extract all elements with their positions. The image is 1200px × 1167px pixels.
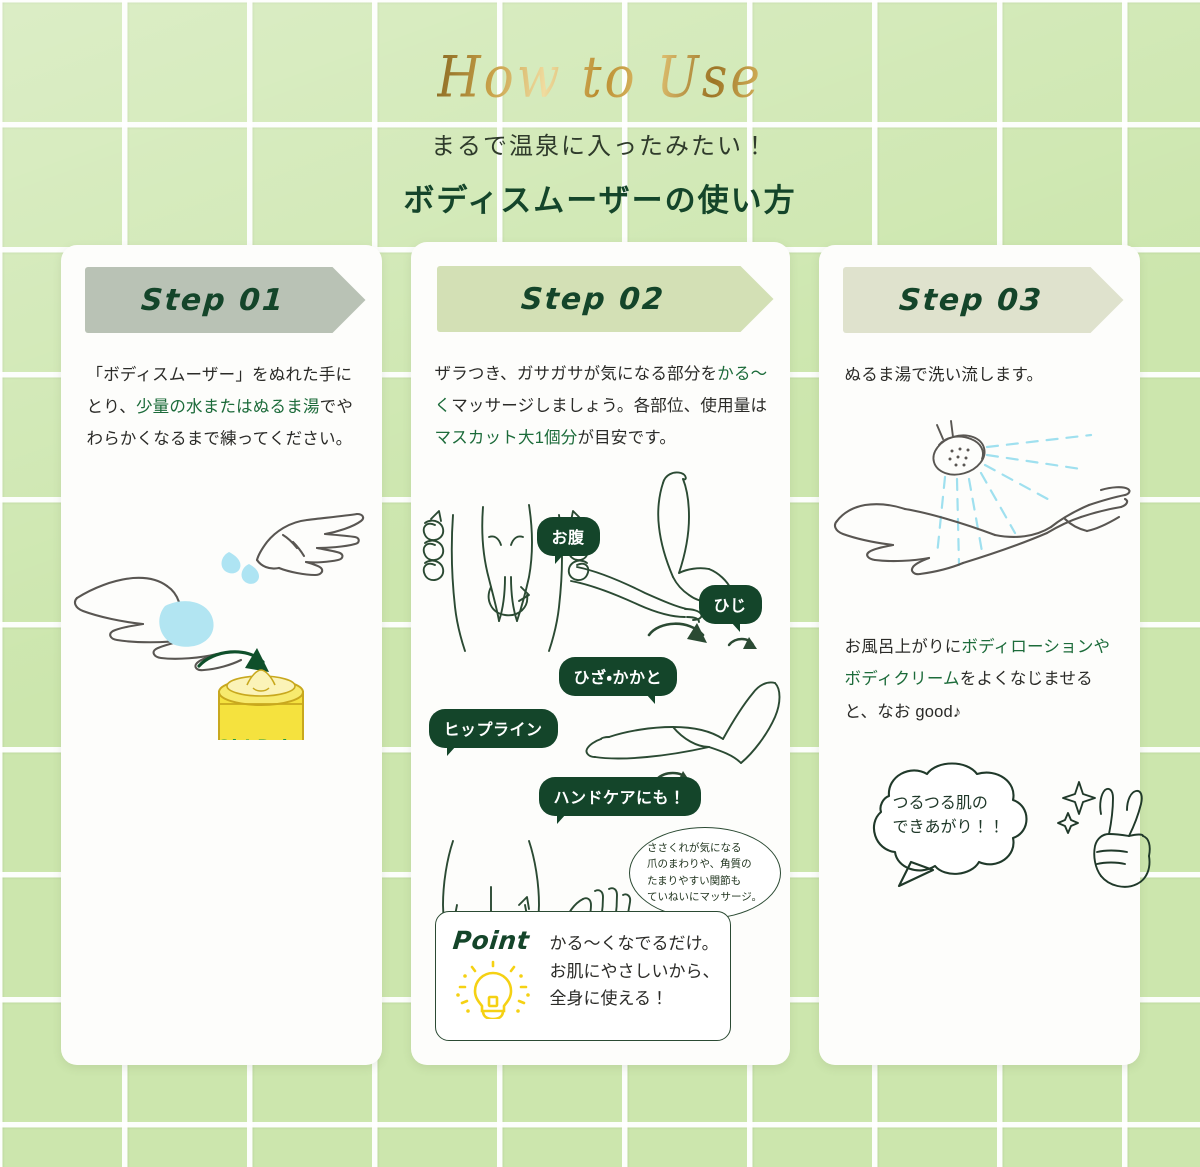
tag-hipline: ヒップライン	[428, 708, 558, 756]
curved-arrow-icon	[196, 647, 269, 672]
product-jar-illustration	[217, 668, 304, 740]
step-card-03: Step 03 ぬるま湯で洗い流します。	[818, 245, 1151, 1065]
text-segment: お風呂上がりに	[844, 638, 962, 657]
tag-knee-heel: ひざ・かかと	[558, 656, 677, 704]
text-segment: マッサージしましょう。各部位、使用量は	[451, 397, 768, 416]
text-segment: が目安です。	[577, 429, 677, 448]
cloud-bubble-text: つるつる肌の できあがり！！	[892, 794, 1005, 836]
tag-belly: お腹	[536, 516, 600, 564]
step-card-01: Step 01 「ボディスムーザー」をぬれた手にとり、少量の水またはぬるま湯でや…	[60, 245, 382, 1065]
step-card-02: Step 02 ザラつき、ガサガサが気になる部分をかる〜くマッサージしましょう。…	[410, 242, 790, 1065]
shower-holes	[948, 447, 969, 467]
page-header: How to Use まるで温泉に入ったみたい！ ボディスムーザーの使い方	[0, 0, 1200, 220]
point-text: かる〜くなでるだけ。 お肌にやさしいから、 全身に使える！	[549, 934, 720, 1009]
text-segment: ぬるま湯で洗い流します。	[844, 366, 1044, 384]
step-banner-label: Step 01	[139, 282, 287, 318]
text-segment: ザラつき、ガサガサが気になる部分を	[434, 365, 718, 383]
highlighted-text: ボディローションやボディクリーム	[844, 638, 1111, 689]
shower-head-icon	[932, 420, 985, 476]
step-banner-03: Step 03	[843, 267, 1124, 333]
cloud-bubble-svg	[872, 762, 1028, 887]
water-drop-icon	[221, 551, 259, 584]
page-title: ボディスムーザーの使い方	[403, 183, 797, 218]
step-banner-label: Step 02	[519, 281, 667, 317]
step-03-result: つるつる肌の できあがり！！	[819, 762, 1151, 942]
shower-rinsing-arm-svg	[833, 420, 1130, 576]
steps-container: Step 01 「ボディスムーザー」をぬれた手にとり、少量の水またはぬるま湯でや…	[0, 242, 1200, 1065]
hands-kneading-with-jar-svg: Oh! Baby	[73, 512, 364, 740]
script-heading: How to Use	[437, 43, 763, 111]
point-label: Point	[450, 926, 531, 955]
highlighted-text: 少量の水またはぬるま湯	[135, 398, 320, 417]
point-left-column: Point	[450, 926, 546, 1024]
step-01-illustration: Oh! Baby	[61, 480, 382, 740]
tag-handcare: ハンドケアにも！	[538, 776, 701, 824]
highlighted-text: かる〜く	[434, 365, 768, 416]
cream-blob	[158, 600, 214, 647]
peace-hand-icon	[1056, 780, 1151, 888]
step-02-description: ザラつき、ガサガサが気になる部分をかる〜くマッサージしましょう。各部位、使用量は…	[435, 358, 770, 455]
tag-elbow: ひじ	[698, 584, 762, 632]
cloud-bubble: つるつる肌の できあがり！！	[845, 762, 1045, 888]
lightbulb-icon	[455, 960, 530, 1021]
step-03-description-2: お風呂上がりにボディローションやボディクリームをよくなじませると、なお good…	[845, 631, 1118, 728]
jar-label: Oh! Baby	[217, 737, 305, 740]
step-01-description: 「ボディスムーザー」をぬれた手にとり、少量の水またはぬるま湯でやわらかくなるまで…	[87, 359, 360, 456]
text-segment: をよくなじませると、なお good♪	[844, 670, 1093, 721]
nail-care-note-text: ささくれが気になる 爪のまわりや、角質の たまりやすい関節も ていねいにマッサー…	[647, 841, 762, 903]
step-banner-02: Step 02	[437, 266, 774, 332]
step-03-description: ぬるま湯で洗い流します。	[845, 359, 1118, 391]
sparkle-icon	[1056, 780, 1096, 834]
page-subtitle: まるで温泉に入ったみたい！	[431, 133, 769, 160]
step-banner-label: Step 03	[897, 282, 1045, 318]
text-segment: でやわらかくなるまで練ってください。	[86, 398, 354, 449]
text-segment: 「ボディスムーザー」をぬれた手にとり、	[86, 366, 353, 417]
step-banner-01: Step 01	[85, 267, 366, 333]
highlighted-text: マスカット大1個分	[434, 429, 578, 448]
step-03-illustration	[819, 407, 1140, 597]
nail-care-note: ささくれが気になる 爪のまわりや、角質の たまりやすい関節も ていねいにマッサー…	[628, 826, 781, 919]
point-box: Point	[434, 911, 731, 1041]
